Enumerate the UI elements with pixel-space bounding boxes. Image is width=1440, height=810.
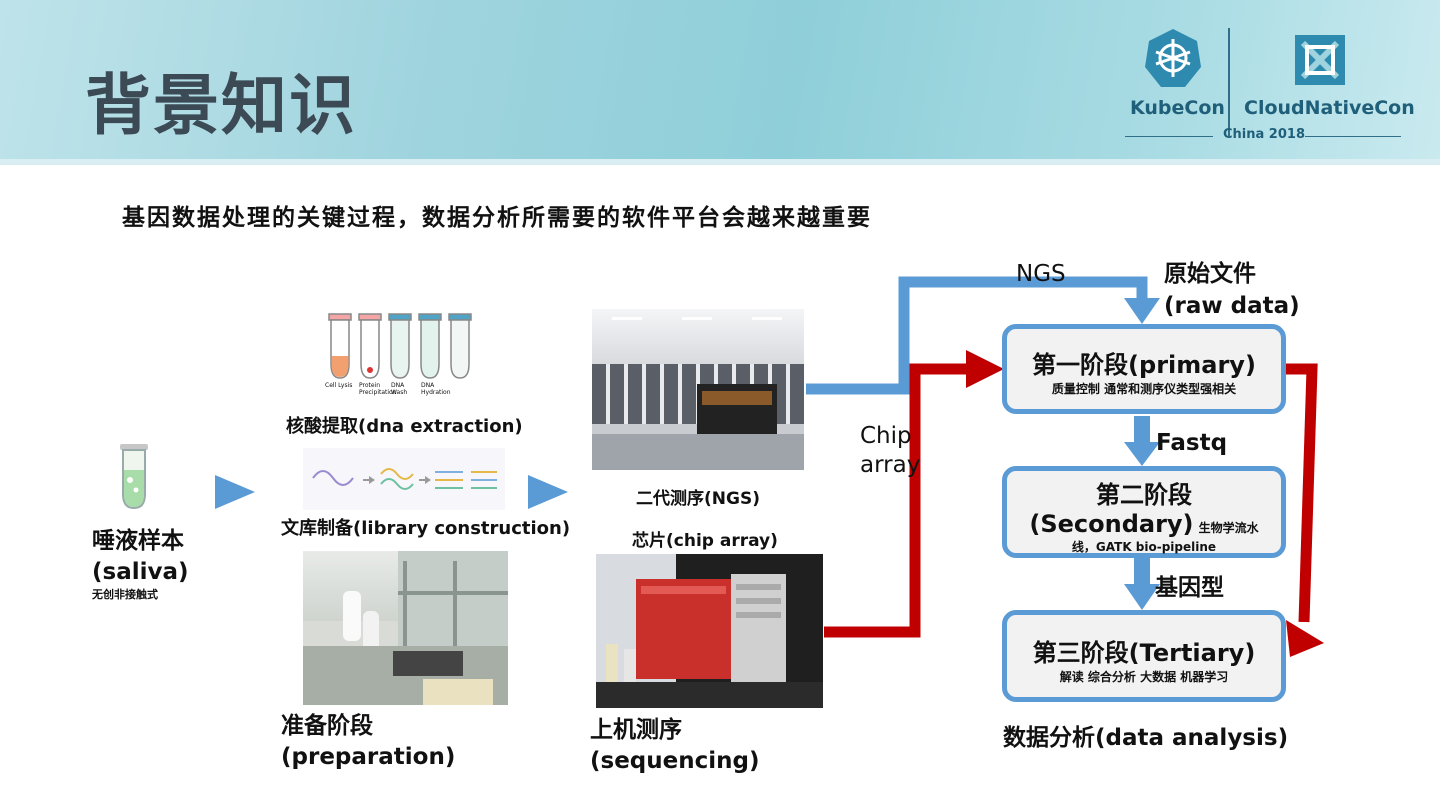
preparation-stage-label-en: (preparation) [281, 744, 456, 770]
arrow-prep-to-sequencing [528, 475, 568, 509]
dna-extraction-label: 核酸提取(dna extraction) [286, 416, 523, 437]
ngs-sequencer-photo [592, 309, 804, 470]
ngs-label: 二代测序(NGS) [636, 489, 760, 509]
library-construction-diagram [303, 448, 505, 510]
conference-logo: KubeCon CloudNativeCon China 2018 [1125, 25, 1415, 150]
secondary-stage-desc-2: 线，GATK bio-pipeline [1071, 540, 1217, 554]
genotype-arrow [1124, 558, 1160, 610]
ngs-flow-arrow [806, 276, 1160, 395]
saliva-title: 唾液样本 [92, 528, 184, 554]
chip-array-flow-label-2: array [860, 452, 921, 478]
kubecon-logo-text: KubeCon [1130, 97, 1225, 119]
secondary-stage-title-cn: 第二阶段 [1096, 481, 1192, 509]
secondary-stage-title-en: (Secondary) [1029, 510, 1194, 538]
chip-sequencer-photo [596, 554, 823, 708]
primary-stage-desc: 质量控制 通常和测序仪类型强相关 [1051, 382, 1237, 396]
fastq-label: Fastq [1156, 430, 1228, 456]
cloudnativecon-logo-text: CloudNativeCon [1244, 97, 1415, 119]
raw-data-label: 原始文件 [1164, 261, 1256, 287]
tube-label-1: Cell Lysis [325, 382, 353, 389]
chip-array-flow-label-1: Chip [860, 423, 912, 449]
primary-stage-title: 第一阶段(primary) [1032, 351, 1256, 379]
raw-data-label-en: (raw data) [1164, 293, 1300, 319]
conference-edition: China 2018 [1223, 127, 1305, 142]
chip-flow-arrow [824, 350, 1004, 638]
extraction-tubes-icon [328, 313, 472, 379]
library-construction-label: 文库制备(library construction) [281, 518, 571, 539]
lab-photo [303, 551, 508, 705]
arrow-sample-to-prep [215, 475, 255, 509]
slide-subtitle: 基因数据处理的关键过程，数据分析所需要的软件平台会越来越重要 [122, 205, 872, 231]
saliva-title-en: (saliva) [92, 559, 189, 585]
ngs-flow-label: NGS [1016, 261, 1066, 287]
header-banner [0, 0, 1440, 165]
page-title: 背景知识 [85, 67, 357, 144]
chip-array-label: 芯片(chip array) [632, 531, 778, 551]
tube-label-2: Protein Precipitation [359, 382, 397, 396]
fastq-arrow [1124, 416, 1160, 466]
tube-label-4: DNA Hydration [421, 382, 451, 396]
preparation-stage-label: 准备阶段 [281, 713, 373, 739]
tertiary-stage-title: 第三阶段(Tertiary) [1032, 639, 1256, 667]
test-tube-icon [120, 444, 148, 510]
tertiary-stage-box: 第三阶段(Tertiary) 解读 综合分析 大数据 机器学习 [1002, 610, 1286, 702]
kubecon-logo-icon [1145, 29, 1201, 87]
sequencing-stage-label-en: (sequencing) [590, 748, 760, 774]
secondary-stage-desc-1: 生物学流水 [1198, 521, 1259, 535]
saliva-note: 无创非接触式 [92, 588, 158, 601]
primary-stage-box: 第一阶段(primary) 质量控制 通常和测序仪类型强相关 [1002, 324, 1286, 414]
tertiary-stage-desc: 解读 综合分析 大数据 机器学习 [1059, 670, 1229, 684]
cloudnativecon-logo-icon [1295, 35, 1345, 85]
sequencing-stage-label: 上机测序 [590, 717, 682, 743]
primary-to-tertiary-arrow [1286, 363, 1324, 657]
tube-label-3: DNA Wash [391, 382, 408, 396]
data-analysis-label: 数据分析(data analysis) [1003, 725, 1289, 751]
secondary-stage-box: 第二阶段 (Secondary) 生物学流水 线，GATK bio-pipeli… [1002, 466, 1286, 558]
dna-extraction-tubes: Cell Lysis Protein Precipitation DNA Was… [325, 312, 475, 402]
genotype-label: 基因型 [1155, 575, 1224, 601]
